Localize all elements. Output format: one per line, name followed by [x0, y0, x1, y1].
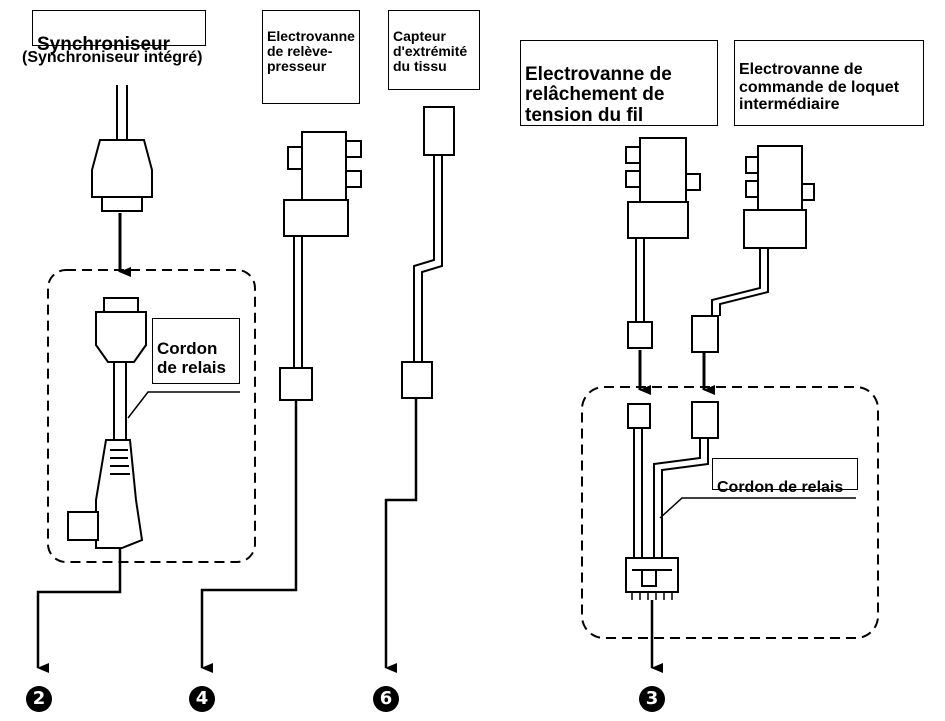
latch-valve-base — [743, 209, 807, 249]
presser-valve-base — [283, 199, 349, 237]
connector-2-cable — [36, 548, 122, 673]
connector-6-badge: 6 — [373, 686, 399, 712]
connector-3-badge: 3 — [639, 686, 665, 712]
latch-valve-body — [757, 145, 803, 215]
synchroniseur-label: Synchroniseur — [37, 33, 171, 55]
latch-valve-cable — [719, 248, 769, 316]
presser-valve-nozzle — [344, 140, 362, 158]
relay-cord-right-socket-b — [691, 401, 719, 439]
relay-cord-left-label: Cordon de relais — [157, 339, 226, 377]
connector-4-badge: 4 — [189, 686, 215, 712]
synchroniseur-integre-label: (Synchroniseur intégré) — [22, 49, 203, 66]
relay-cord-right — [581, 386, 879, 673]
latch-valve-cable — [711, 248, 761, 316]
fabric-sensor-cable — [413, 155, 435, 362]
relay-cord-right-label: Cordon de relais — [717, 479, 844, 497]
relay-cord-left-leader — [127, 391, 240, 419]
connector-2-badge: 2 — [26, 686, 52, 712]
presser-valve-body — [301, 131, 347, 205]
presser-valve-plug — [279, 367, 313, 401]
presser-valve-label: Electrovanne de relève- presseur — [267, 28, 355, 75]
connector-6-cable — [384, 398, 418, 673]
relay-cord-right-leader — [659, 497, 856, 519]
connector-4-cable — [200, 400, 298, 673]
relay-cord-left-plug-head — [67, 511, 99, 541]
thread-release-nozzle — [685, 173, 701, 191]
sync-plug-tip — [101, 196, 143, 212]
synchroniseur-assembly — [36, 85, 256, 673]
presser-valve-label-box: Electrovanne de relève- presseur — [262, 10, 360, 104]
thread-release-body — [639, 137, 687, 207]
sync-plug — [91, 139, 153, 198]
thread-release-plug — [627, 321, 653, 349]
fabric-sensor-label: Capteur d'extrémité du tissu — [393, 28, 468, 75]
latch-valve-plug — [691, 315, 719, 353]
fabric-sensor-plug — [401, 361, 433, 399]
fabric-sensor-assembly — [384, 106, 455, 673]
relay-cord-right-dashed-box — [581, 386, 879, 639]
latch-valve-label: Electrovanne de commande de loquet inter… — [739, 61, 900, 113]
relay-cord-right-wire — [653, 438, 701, 560]
relay-cord-right-latch — [641, 569, 657, 587]
fabric-sensor-cable — [421, 155, 443, 362]
thread-release-valve-assembly — [625, 137, 701, 395]
relay-cord-left-socket — [95, 311, 147, 363]
relay-cord-right-teeth — [631, 592, 673, 600]
synchroniseur-label-box: Synchroniseur — [32, 10, 206, 54]
relay-cord-left-angle-plug — [95, 439, 144, 549]
fabric-sensor-label-box: Capteur d'extrémité du tissu — [388, 10, 480, 90]
thread-release-nozzle — [625, 146, 641, 164]
presser-valve-nozzle — [344, 170, 362, 188]
thread-release-base — [627, 201, 689, 239]
relay-cord-right-label-box: Cordon de relais — [712, 458, 858, 496]
relay-cord-left-label-box: Cordon de relais — [152, 318, 240, 384]
relay-cord-right-wire — [661, 438, 709, 560]
relay-cord-left-socket-top — [103, 297, 139, 313]
fabric-sensor-head — [423, 106, 455, 156]
latch-valve-label-box: Electrovanne de commande de loquet inter… — [734, 40, 924, 126]
relay-cord-right-socket-a — [627, 403, 651, 429]
latch-valve-assembly — [691, 145, 815, 395]
presser-valve-assembly — [200, 131, 362, 673]
thread-release-valve-label-box: Electrovanne de relâchement de tension d… — [520, 40, 718, 126]
relay-cord-left-ribs — [110, 449, 130, 475]
thread-release-valve-label: Electrovanne de relâchement de tension d… — [525, 63, 672, 126]
thread-release-nozzle — [625, 170, 641, 188]
relay-cord-left-dashed-box — [47, 269, 256, 563]
